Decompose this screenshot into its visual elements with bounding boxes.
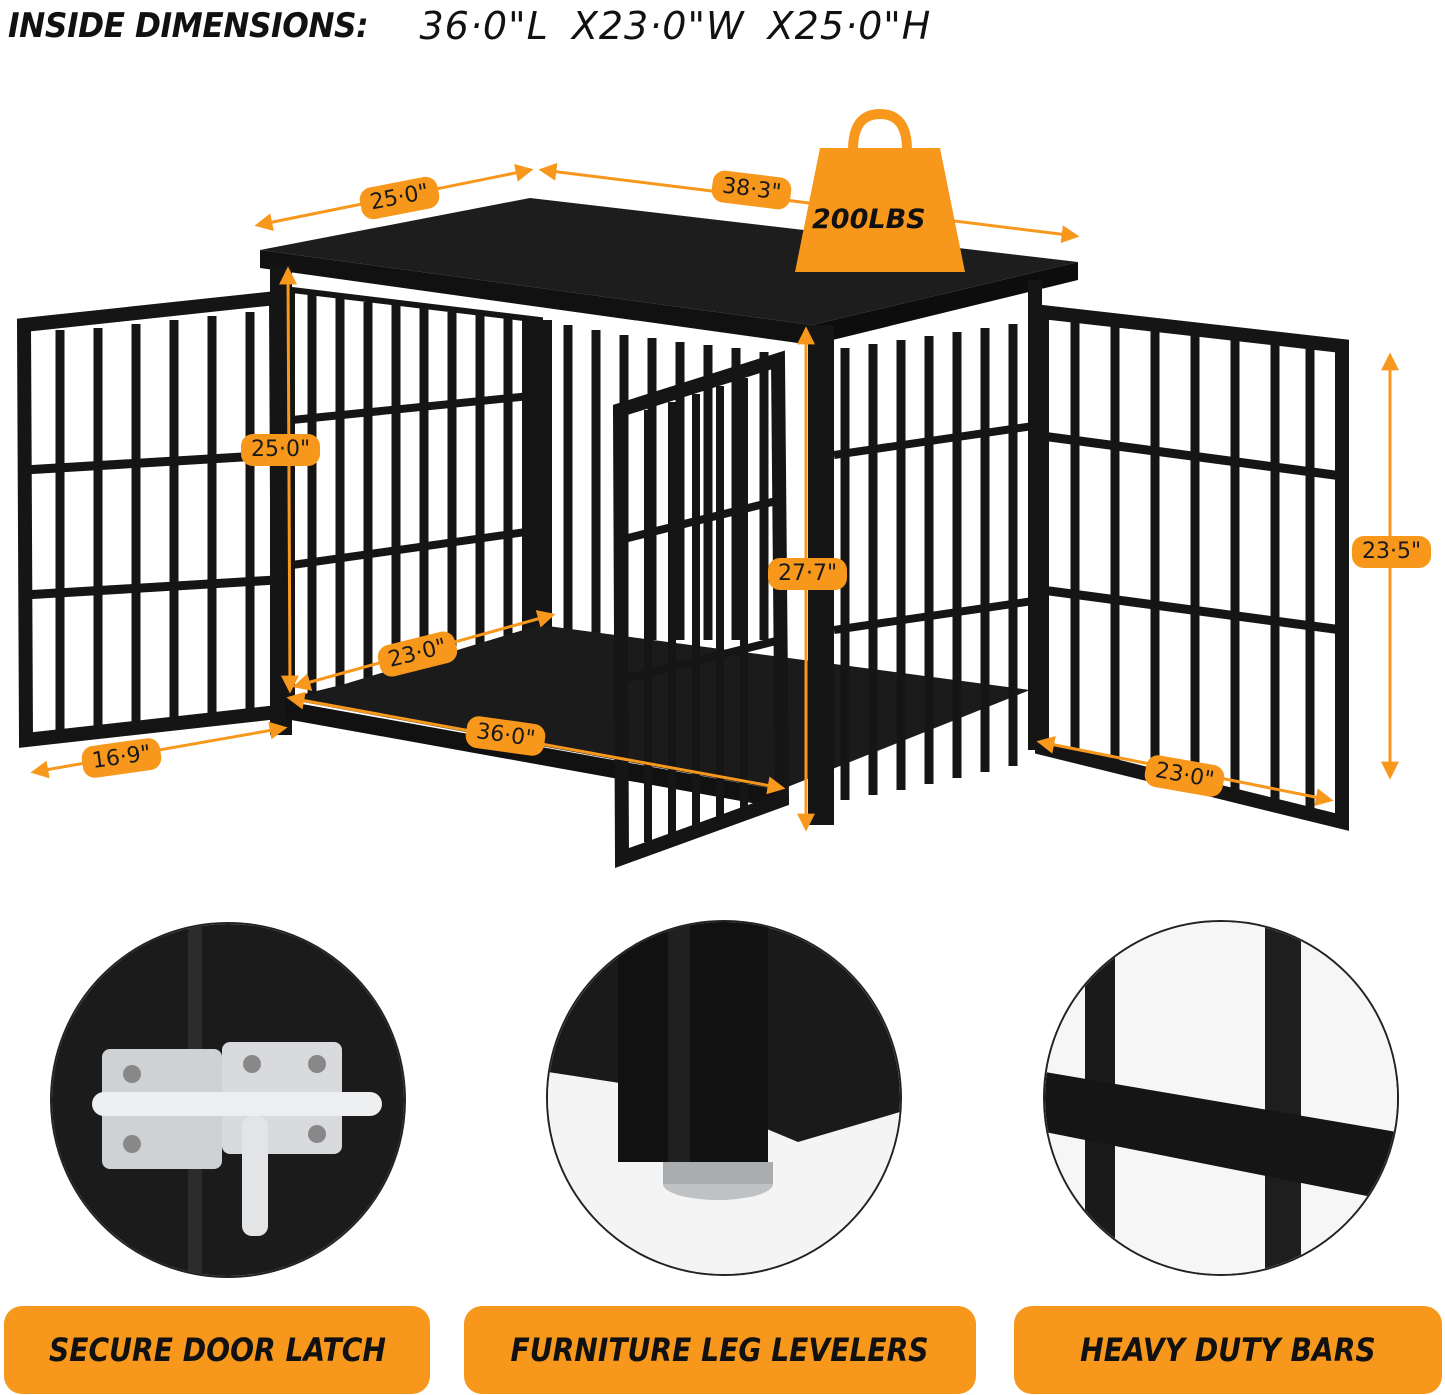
- feature-badge-leg-levelers: FURNITURE LEG LEVELERS: [464, 1306, 976, 1394]
- feature-badge-door-latch: SECURE DOOR LATCH: [4, 1306, 430, 1394]
- dim-outer-height: 27·7": [768, 558, 848, 590]
- feature-label: HEAVY DUTY BARS: [1080, 1331, 1376, 1369]
- feature-badge-heavy-bars: HEAVY DUTY BARS: [1014, 1306, 1442, 1394]
- weight-icon: [795, 108, 965, 272]
- feature-label: SECURE DOOR LATCH: [48, 1331, 386, 1369]
- leg-leveler-photo: [546, 920, 902, 1276]
- heavy-bars-photo: [1043, 920, 1399, 1276]
- door-latch-photo: [50, 922, 406, 1278]
- inside-dimensions-value: 36·0"L X23·0"W X25·0"H: [419, 4, 932, 48]
- dim-inner-height: 25·0": [241, 434, 321, 466]
- crate-illustration: [16, 108, 1399, 868]
- inside-dimensions-heading: INSIDE DIMENSIONS: 36·0"L X23·0"W X25·0"…: [8, 2, 931, 50]
- dim-right-door-height: 23·5": [1352, 536, 1432, 568]
- inside-dimensions-label: INSIDE DIMENSIONS:: [8, 6, 369, 46]
- weight-capacity-label: 200LBS: [812, 204, 926, 235]
- crate-diagram: 200LBS 25·0" 38·3" 25·0" 23·0" 36·0" 27·…: [0, 90, 1445, 880]
- feature-label: FURNITURE LEG LEVELERS: [510, 1331, 930, 1369]
